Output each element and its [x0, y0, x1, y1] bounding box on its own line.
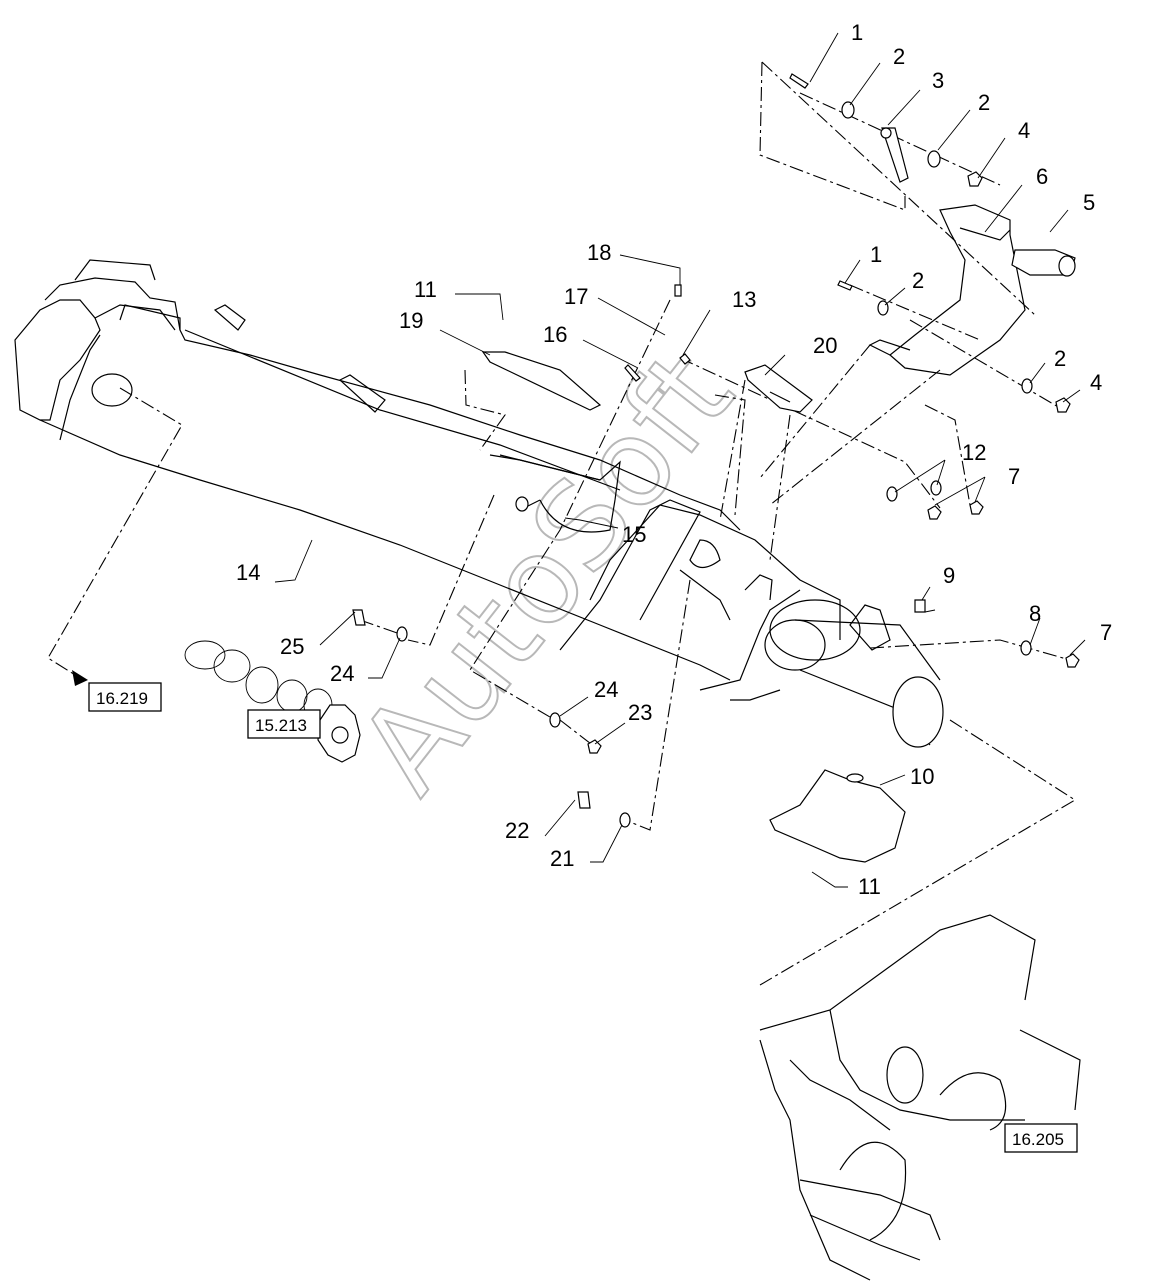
washer-8 — [1020, 640, 1032, 656]
callout-18: 18 — [587, 240, 611, 265]
nut-7c — [1065, 653, 1080, 668]
bolt-13 — [679, 353, 691, 365]
callout-25: 25 — [280, 634, 304, 659]
callout-23: 23 — [628, 700, 652, 725]
reference-16219[interactable]: 16.219 — [72, 670, 162, 712]
nut-7a — [927, 505, 942, 520]
callout-9: 9 — [943, 563, 955, 588]
callout-8: 8 — [1029, 601, 1041, 626]
lower-housing — [759, 914, 1081, 1281]
sprocket-assembly — [184, 640, 361, 763]
shaft-part-5 — [1011, 249, 1076, 277]
callouts: 1 2 3 2 4 6 5 1 2 18 11 17 13 19 16 20 2… — [236, 20, 1112, 899]
callout-2: 2 — [893, 44, 905, 69]
callout-16: 16 — [543, 322, 567, 347]
callout-12: 12 — [962, 440, 986, 465]
callout-24: 24 — [594, 677, 618, 702]
callout-4: 4 — [1018, 118, 1030, 143]
bracket-part-20 — [744, 364, 813, 413]
arrow-icon — [72, 670, 88, 686]
cover-part-10 — [769, 769, 906, 863]
callout-6: 6 — [1036, 164, 1048, 189]
arm-part-3 — [880, 127, 909, 183]
bolt-1b — [837, 280, 853, 291]
washer-24a — [396, 626, 408, 642]
fasteners — [352, 73, 1080, 828]
callout-2: 2 — [978, 90, 990, 115]
reference-16205[interactable]: 16.205 — [1004, 1123, 1078, 1153]
callout-14: 14 — [236, 560, 260, 585]
callout-2: 2 — [1054, 346, 1066, 371]
washer-12a — [886, 486, 898, 502]
callout-10: 10 — [910, 764, 934, 789]
callout-15: 15 — [622, 522, 646, 547]
bolt-16 — [624, 364, 641, 382]
washer-2c — [877, 300, 889, 316]
callout-2: 2 — [912, 268, 924, 293]
callout-22: 22 — [505, 818, 529, 843]
ref-label: 16.205 — [1012, 1130, 1064, 1149]
bolt-22 — [577, 791, 591, 809]
bolt-25 — [352, 609, 366, 626]
nut-23 — [587, 739, 602, 754]
bolt-1a — [789, 73, 809, 89]
callout-11: 11 — [414, 277, 437, 302]
washer-2b — [927, 150, 941, 168]
callout-24: 24 — [330, 661, 354, 686]
callout-21: 21 — [550, 846, 574, 871]
washer-15 — [515, 496, 529, 512]
ref-label: 16.219 — [96, 689, 148, 708]
ref-label: 15.213 — [255, 716, 307, 735]
nut-4b — [1055, 397, 1071, 413]
watermark-text: AutoSoft — [333, 326, 760, 818]
callout-20: 20 — [813, 333, 837, 358]
strip-part-19 — [481, 351, 602, 411]
callout-7: 7 — [1100, 620, 1112, 645]
callout-4: 4 — [1090, 370, 1102, 395]
bolt-18 — [674, 284, 682, 297]
callout-5: 5 — [1083, 190, 1095, 215]
center-gearbox-housing — [559, 499, 944, 748]
callout-3: 3 — [932, 68, 944, 93]
washer-21 — [619, 812, 631, 828]
callout-19: 19 — [399, 308, 423, 333]
callout-17: 17 — [564, 284, 588, 309]
callout-1: 1 — [870, 242, 882, 267]
washer-2d — [1021, 378, 1033, 394]
callout-11: 11 — [858, 874, 881, 899]
bolt-9 — [914, 599, 926, 613]
shield-part-6 — [868, 204, 1026, 376]
nut-4a — [967, 171, 983, 187]
callout-7: 7 — [1008, 464, 1020, 489]
dash-lines — [47, 61, 1077, 986]
plate-part-15 — [489, 454, 601, 481]
washer-2a — [841, 101, 855, 119]
nut-7b — [969, 500, 984, 515]
reference-15213[interactable]: 15.213 — [247, 709, 321, 739]
callout-13: 13 — [732, 287, 756, 312]
leader-lines — [274, 32, 1086, 888]
washer-24b — [549, 712, 561, 728]
washer-12b — [930, 480, 942, 496]
watermark: AutoSoft — [332, 325, 761, 819]
callout-1: 1 — [851, 20, 863, 45]
